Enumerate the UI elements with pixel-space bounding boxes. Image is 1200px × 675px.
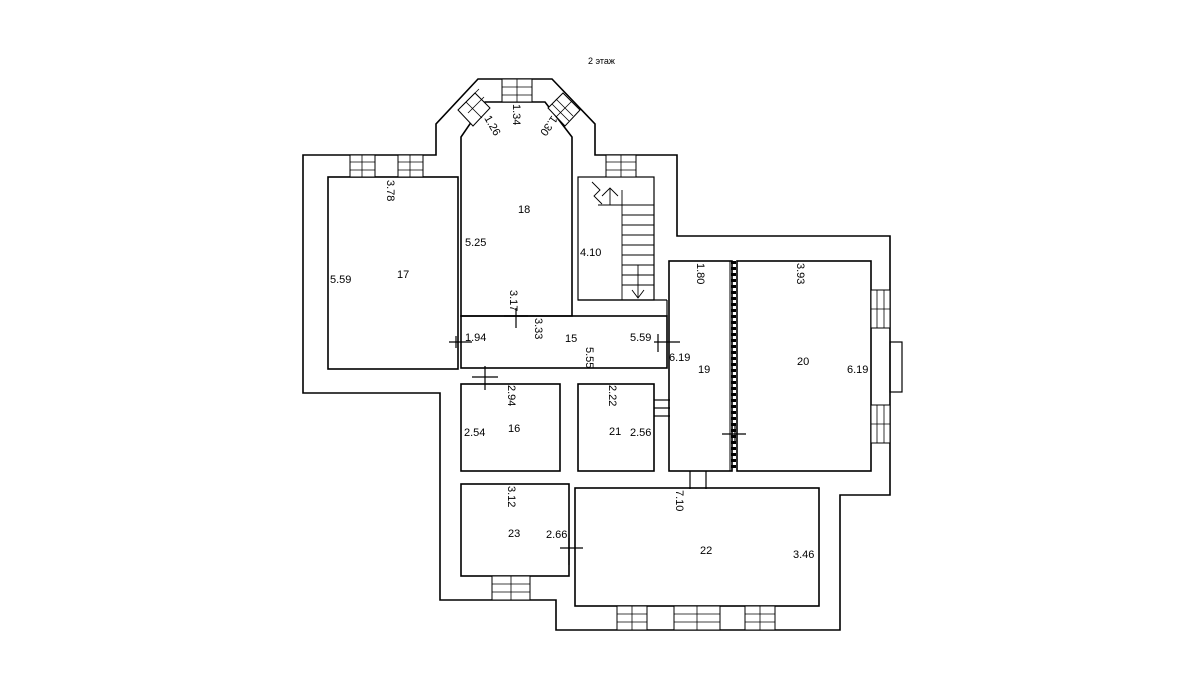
room-label-22: 22: [700, 545, 712, 557]
room-17-outline: [327, 176, 459, 370]
dim-15-width: 5.55: [583, 347, 595, 368]
dim-18-bay-left: 1.26: [481, 114, 502, 139]
dim-18-width: 3.17: [507, 290, 519, 311]
room-label-19: 19: [698, 364, 710, 376]
window-room-17-b: [397, 154, 424, 178]
window-room-22-c: [744, 605, 776, 631]
window-room-22-a: [616, 605, 648, 631]
window-room-23: [491, 575, 531, 601]
dim-18-height: 5.25: [465, 237, 486, 249]
room-label-23: 23: [508, 528, 520, 540]
room-label-17: 17: [397, 269, 409, 281]
dim-20-height: 6.19: [847, 364, 868, 376]
window-room-20-b: [870, 404, 891, 444]
room-18-outline: [460, 101, 573, 317]
dim-21-height: 2.56: [630, 427, 651, 439]
dim-18-bay-top: 1.34: [510, 104, 522, 125]
dim-19-height: 6.19: [669, 352, 690, 364]
room-20-outline: [736, 260, 872, 472]
floor-title: 2 этаж: [588, 56, 615, 66]
room-label-18: 18: [518, 204, 530, 216]
window-room-18-top: [501, 78, 533, 103]
staircase-steps: [591, 181, 654, 300]
door-19-22: [689, 471, 707, 489]
dim-17-width: 3.78: [384, 180, 396, 201]
dim-21-width: 2.22: [606, 385, 618, 406]
dim-22-height: 3.46: [793, 549, 814, 561]
room-label-16: 16: [508, 423, 520, 435]
dim-stair-height: 4.10: [580, 247, 601, 259]
dim-23-width: 3.12: [505, 486, 517, 507]
dim-15-left: 1.94: [465, 332, 486, 344]
room-label-21: 21: [609, 426, 621, 438]
outer-wall: [302, 78, 891, 631]
dim-23-right: 2.66: [546, 529, 567, 541]
window-room-18-left: [457, 88, 491, 127]
dim-15-right: 5.59: [630, 332, 651, 344]
room-16-outline: [460, 383, 561, 472]
dim-20-width: 3.93: [794, 263, 806, 284]
room-label-15: 15: [565, 333, 577, 345]
dim-15-height: 3.33: [532, 318, 544, 339]
window-room-17-a: [349, 154, 376, 178]
window-room-22-b: [673, 605, 721, 631]
dim-17-height: 5.59: [330, 274, 351, 286]
room-21-outline: [577, 383, 655, 472]
staircase-outline: [577, 176, 655, 301]
dim-16-width: 2.94: [505, 385, 517, 406]
window-room-18-right: [547, 92, 581, 127]
dim-22-width: 7.10: [673, 490, 685, 511]
window-room-20-a: [870, 289, 891, 329]
room-label-20: 20: [797, 356, 809, 368]
room-22-outline: [574, 487, 820, 607]
dim-16-height: 2.54: [464, 427, 485, 439]
room-20-niche: [889, 341, 903, 393]
partition-19-20: [729, 261, 738, 471]
door-21-19: [654, 399, 670, 417]
window-staircase: [605, 154, 637, 178]
dim-19-width: 1.80: [694, 263, 706, 284]
dim-18-bay-right: 1.30: [537, 113, 559, 137]
